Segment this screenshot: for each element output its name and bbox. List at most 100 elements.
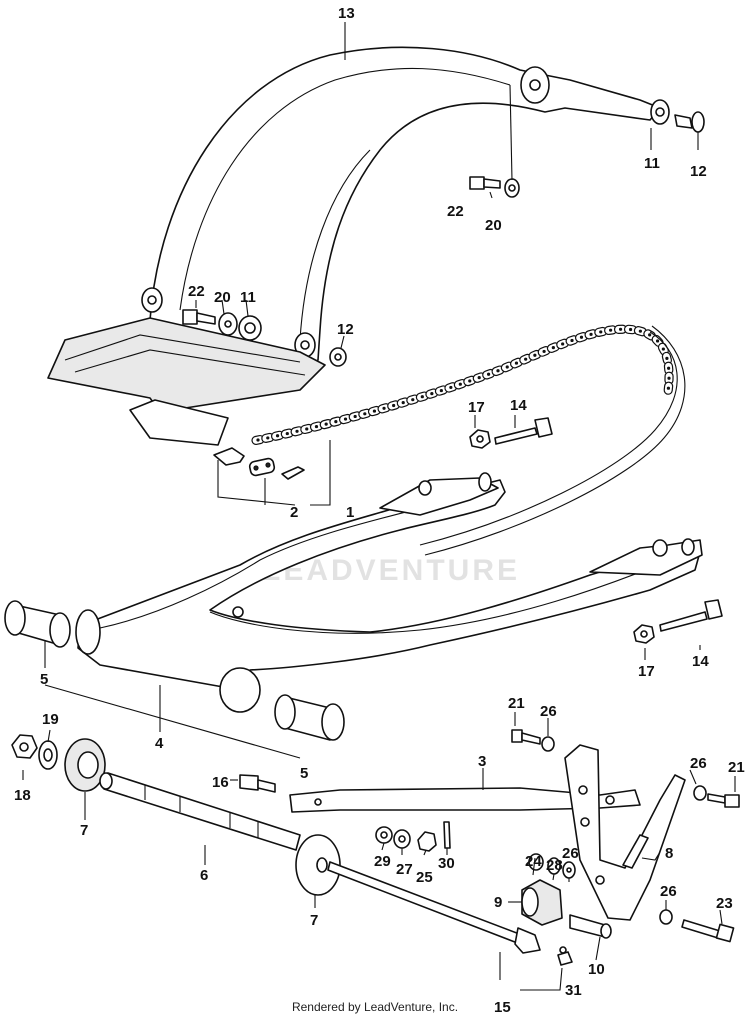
chain-pin — [551, 346, 555, 350]
nut-washer-pin-set[interactable] — [375, 821, 451, 852]
bolt-washer-upper[interactable] — [469, 176, 520, 198]
callout-13: 13 — [338, 5, 355, 22]
callout-26: 26 — [540, 703, 557, 720]
nut-washer-set-center[interactable] — [528, 853, 576, 879]
chain-pin — [570, 338, 574, 343]
callouts: 13 11 12 22 20 22 20 11 12 17 14 2 1 5 4… — [14, 5, 745, 1016]
callout-5: 5 — [40, 671, 48, 688]
drive-chain[interactable] — [251, 324, 674, 446]
callout-4: 4 — [155, 735, 164, 752]
callout-11: 11 — [644, 155, 660, 172]
callout-9: 9 — [494, 894, 502, 911]
callout-14: 14 — [510, 397, 527, 414]
chain-pin — [420, 395, 424, 399]
callout-24: 24 — [525, 853, 542, 870]
callout-21: 21 — [508, 695, 525, 712]
torque-rod[interactable] — [289, 787, 641, 813]
chain-pin — [382, 406, 386, 410]
chain-pin — [561, 342, 565, 346]
chain-pin — [665, 356, 669, 360]
chain-pin — [524, 357, 528, 361]
callout-2: 2 — [290, 504, 298, 521]
swing-arm[interactable] — [75, 472, 703, 713]
chain-pin — [496, 369, 500, 373]
callout-7: 7 — [310, 912, 318, 929]
callout-12: 12 — [690, 163, 707, 180]
chain-pin — [655, 339, 660, 343]
chain-pin — [667, 366, 671, 370]
chain-pin — [305, 427, 309, 431]
callout-30: 30 — [438, 855, 455, 872]
grease-nipple-small[interactable] — [557, 946, 573, 966]
pivot-shaft[interactable] — [99, 772, 301, 851]
fender-upper-mount-hardware[interactable] — [650, 99, 705, 133]
chain-pin — [542, 349, 546, 354]
callout-10: 10 — [588, 961, 605, 978]
chain-pin — [275, 434, 280, 438]
chain-adjuster-upper[interactable] — [469, 417, 553, 449]
chain-pin — [449, 385, 453, 390]
callout-17: 17 — [468, 399, 485, 416]
bolt-washer-lower-right[interactable] — [659, 909, 735, 943]
chain-pin — [401, 401, 405, 405]
chain-pin — [666, 386, 671, 390]
chain-joint[interactable] — [213, 447, 305, 480]
callout-7: 7 — [80, 822, 88, 839]
chain-pin — [334, 420, 338, 424]
collar[interactable] — [569, 914, 612, 939]
chain-pin — [533, 353, 537, 357]
stay-bracket[interactable] — [564, 744, 686, 921]
callout-14: 14 — [692, 653, 709, 670]
callout-26: 26 — [690, 755, 707, 772]
callout-23: 23 — [716, 895, 733, 912]
chain-pin — [353, 414, 357, 419]
pivot-seal-right[interactable] — [295, 834, 341, 896]
callout-11: 11 — [240, 289, 256, 306]
callout-17: 17 — [638, 663, 655, 680]
callout-1: 1 — [346, 504, 354, 521]
chain-pin — [487, 372, 491, 376]
chain-pin — [458, 382, 462, 386]
callout-20: 20 — [485, 217, 502, 234]
chain-pin — [618, 327, 623, 331]
chain-pin — [266, 436, 270, 440]
chain-adjuster-lower[interactable] — [633, 599, 723, 644]
bushing-left[interactable] — [4, 600, 71, 648]
pivot-nut-washer-seal[interactable] — [11, 734, 106, 792]
chain-pin — [430, 392, 434, 396]
callout-18: 18 — [14, 787, 31, 804]
chain-pin — [295, 429, 299, 433]
chain-pin — [439, 388, 443, 393]
chain-pin — [667, 376, 671, 380]
chain-pin — [648, 333, 652, 337]
chain-pin — [628, 327, 633, 332]
chain-pin — [411, 398, 415, 402]
callout-6: 6 — [200, 867, 208, 884]
fender-nut-12[interactable] — [329, 347, 347, 367]
chain-pin — [372, 409, 377, 413]
chain-pin — [661, 347, 665, 351]
bushing-right[interactable] — [274, 694, 345, 741]
footer-credit: Rendered by LeadVenture, Inc. — [291, 1000, 459, 1014]
grease-fitting[interactable] — [239, 774, 276, 793]
callout-8: 8 — [665, 845, 673, 862]
rear-fender[interactable] — [47, 46, 661, 446]
callout-12: 12 — [337, 321, 354, 338]
chain-pin — [514, 361, 519, 365]
chain-pin — [392, 403, 396, 408]
bolt-washer-upper-right[interactable] — [511, 729, 555, 752]
chain-pin — [599, 330, 603, 334]
chain-pin — [285, 431, 289, 436]
leader-lines — [22, 22, 736, 991]
callout-3: 3 — [478, 753, 486, 770]
chain-pin — [468, 379, 472, 383]
chain-pin — [609, 328, 613, 332]
callout-26: 26 — [562, 845, 579, 862]
bolt-washer-far-right[interactable] — [693, 785, 740, 808]
chain-loop-outline — [419, 325, 686, 556]
callout-28: 28 — [546, 857, 563, 874]
long-pivot-bolt[interactable] — [327, 861, 541, 954]
chain-pin — [477, 376, 481, 380]
bolt-washer-nut-left[interactable] — [182, 309, 262, 341]
rubber-damper[interactable] — [521, 879, 563, 926]
